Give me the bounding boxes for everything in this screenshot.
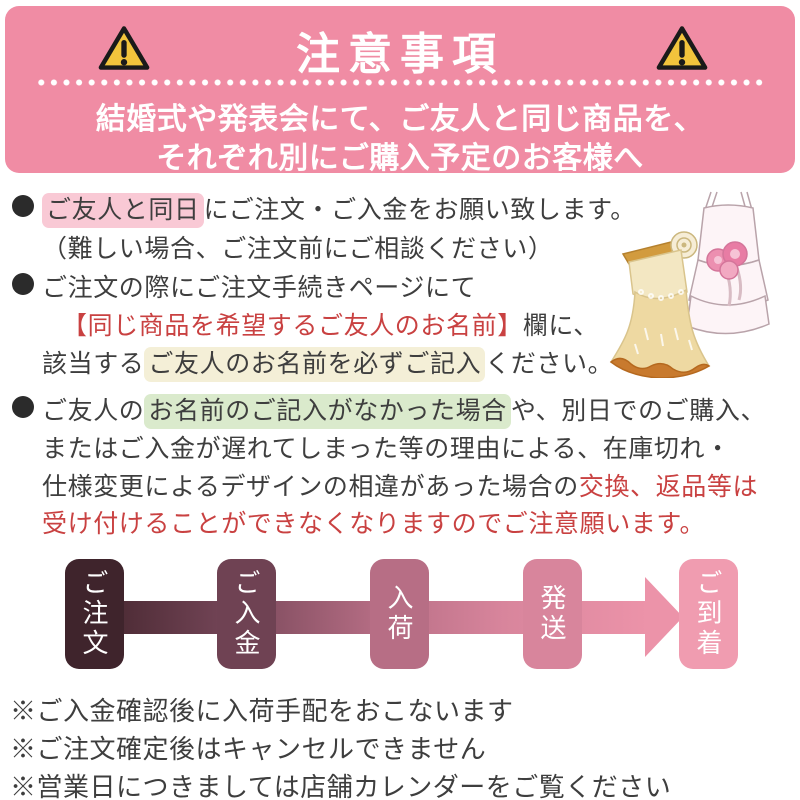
footnote: ※ご注文確定後はキャンセルできません bbox=[10, 734, 487, 764]
bullet-3-line-3: 仕様変更によるデザインの相違があった場合の交換、返品等は bbox=[42, 467, 758, 503]
page-title: 注意事項 bbox=[296, 30, 504, 79]
bullet-1-line-2: （難しい場合、ご注文前にご相談ください） bbox=[42, 235, 554, 263]
header-banner: 注意事項 結婚式や発表会にて、ご友人と同じ商品を、 それぞれ別にご購入予定のお客… bbox=[5, 6, 795, 175]
flow-step-label: ご入金 bbox=[231, 569, 261, 659]
bullet-3-line-1-pre: ご友人の bbox=[42, 397, 145, 425]
flow-step-label: 入荷 bbox=[384, 584, 414, 644]
dotted-divider bbox=[35, 78, 765, 87]
dresses-illustration bbox=[605, 188, 785, 383]
bullet-3-line-3-pre: 仕様変更によるデザインの相違があった場合の bbox=[42, 473, 579, 501]
flow-arrow-head bbox=[645, 577, 685, 662]
footnote: ※営業日につきましては店舗カレンダーをご覧ください bbox=[10, 772, 672, 800]
header-subtitle-line2: それぞれ別にご購入予定のお客様へ bbox=[156, 142, 644, 175]
flow-step-order: ご注文 bbox=[65, 559, 124, 669]
flow-step-label: ご注文 bbox=[79, 569, 109, 659]
red-warning-text: 交換、返品等は bbox=[578, 473, 759, 501]
warning-triangle-icon bbox=[97, 24, 151, 72]
bullet-3-line-1: ご友人のお名前のご記入がなかった場合や、別日でのご購入、 bbox=[42, 391, 767, 429]
bullet-marker bbox=[12, 273, 34, 295]
flow-step-label: ご到着 bbox=[693, 569, 723, 659]
header-subtitle-line1: 結婚式や発表会にて、ご友人と同じ商品を、 bbox=[95, 103, 705, 136]
bullet-3-line-1-post: や、別日でのご購入、 bbox=[510, 397, 767, 425]
bullet-2-line-1: ご注文の際にご注文手続きページにて bbox=[42, 274, 477, 302]
highlight-green-text: お名前のご記入がなかった場合 bbox=[144, 394, 511, 429]
bullet-1-line-1: ご友人と同日にご注文・ご入金をお願い致します。 bbox=[42, 190, 636, 228]
red-field-name-text: 【同じ商品を希望するご友人のお名前】 bbox=[62, 312, 523, 340]
flow-step-arrival: 入荷 bbox=[370, 559, 429, 669]
bullet-1-line-1-rest: にご注文・ご入金をお願い致します。 bbox=[203, 196, 636, 224]
bullet-marker bbox=[12, 396, 34, 418]
bullet-2-line-3: 該当するご友人のお名前を必ずご記入ください。 bbox=[42, 344, 614, 382]
bullet-2-line-3-post: ください。 bbox=[485, 350, 614, 378]
flow-step-shipping: 発送 bbox=[523, 559, 582, 669]
warning-triangle-icon bbox=[655, 24, 709, 72]
bullet-2-line-2: 【同じ商品を希望するご友人のお名前】欄に、 bbox=[62, 306, 599, 342]
bullet-3-line-2: またはご入金が遅れてしまった等の理由による、在庫切れ・ bbox=[42, 435, 731, 463]
highlight-pink-text: ご友人と同日 bbox=[42, 193, 204, 228]
flow-step-label: 発送 bbox=[537, 584, 567, 644]
footnote: ※ご入金確認後に入荷手配をおこないます bbox=[10, 696, 514, 726]
bullet-3-line-4: 受け付けることができなくなりますのでご注意願います。 bbox=[42, 510, 706, 538]
flow-step-delivery: ご到着 bbox=[679, 559, 738, 669]
bullet-2-line-2-rest: 欄に、 bbox=[522, 312, 599, 340]
flow-step-payment: ご入金 bbox=[217, 559, 276, 669]
bullet-2-line-3-pre: 該当する bbox=[42, 350, 145, 378]
highlight-yellow-text: ご友人のお名前を必ずご記入 bbox=[144, 347, 486, 382]
bullet-marker bbox=[12, 195, 34, 217]
